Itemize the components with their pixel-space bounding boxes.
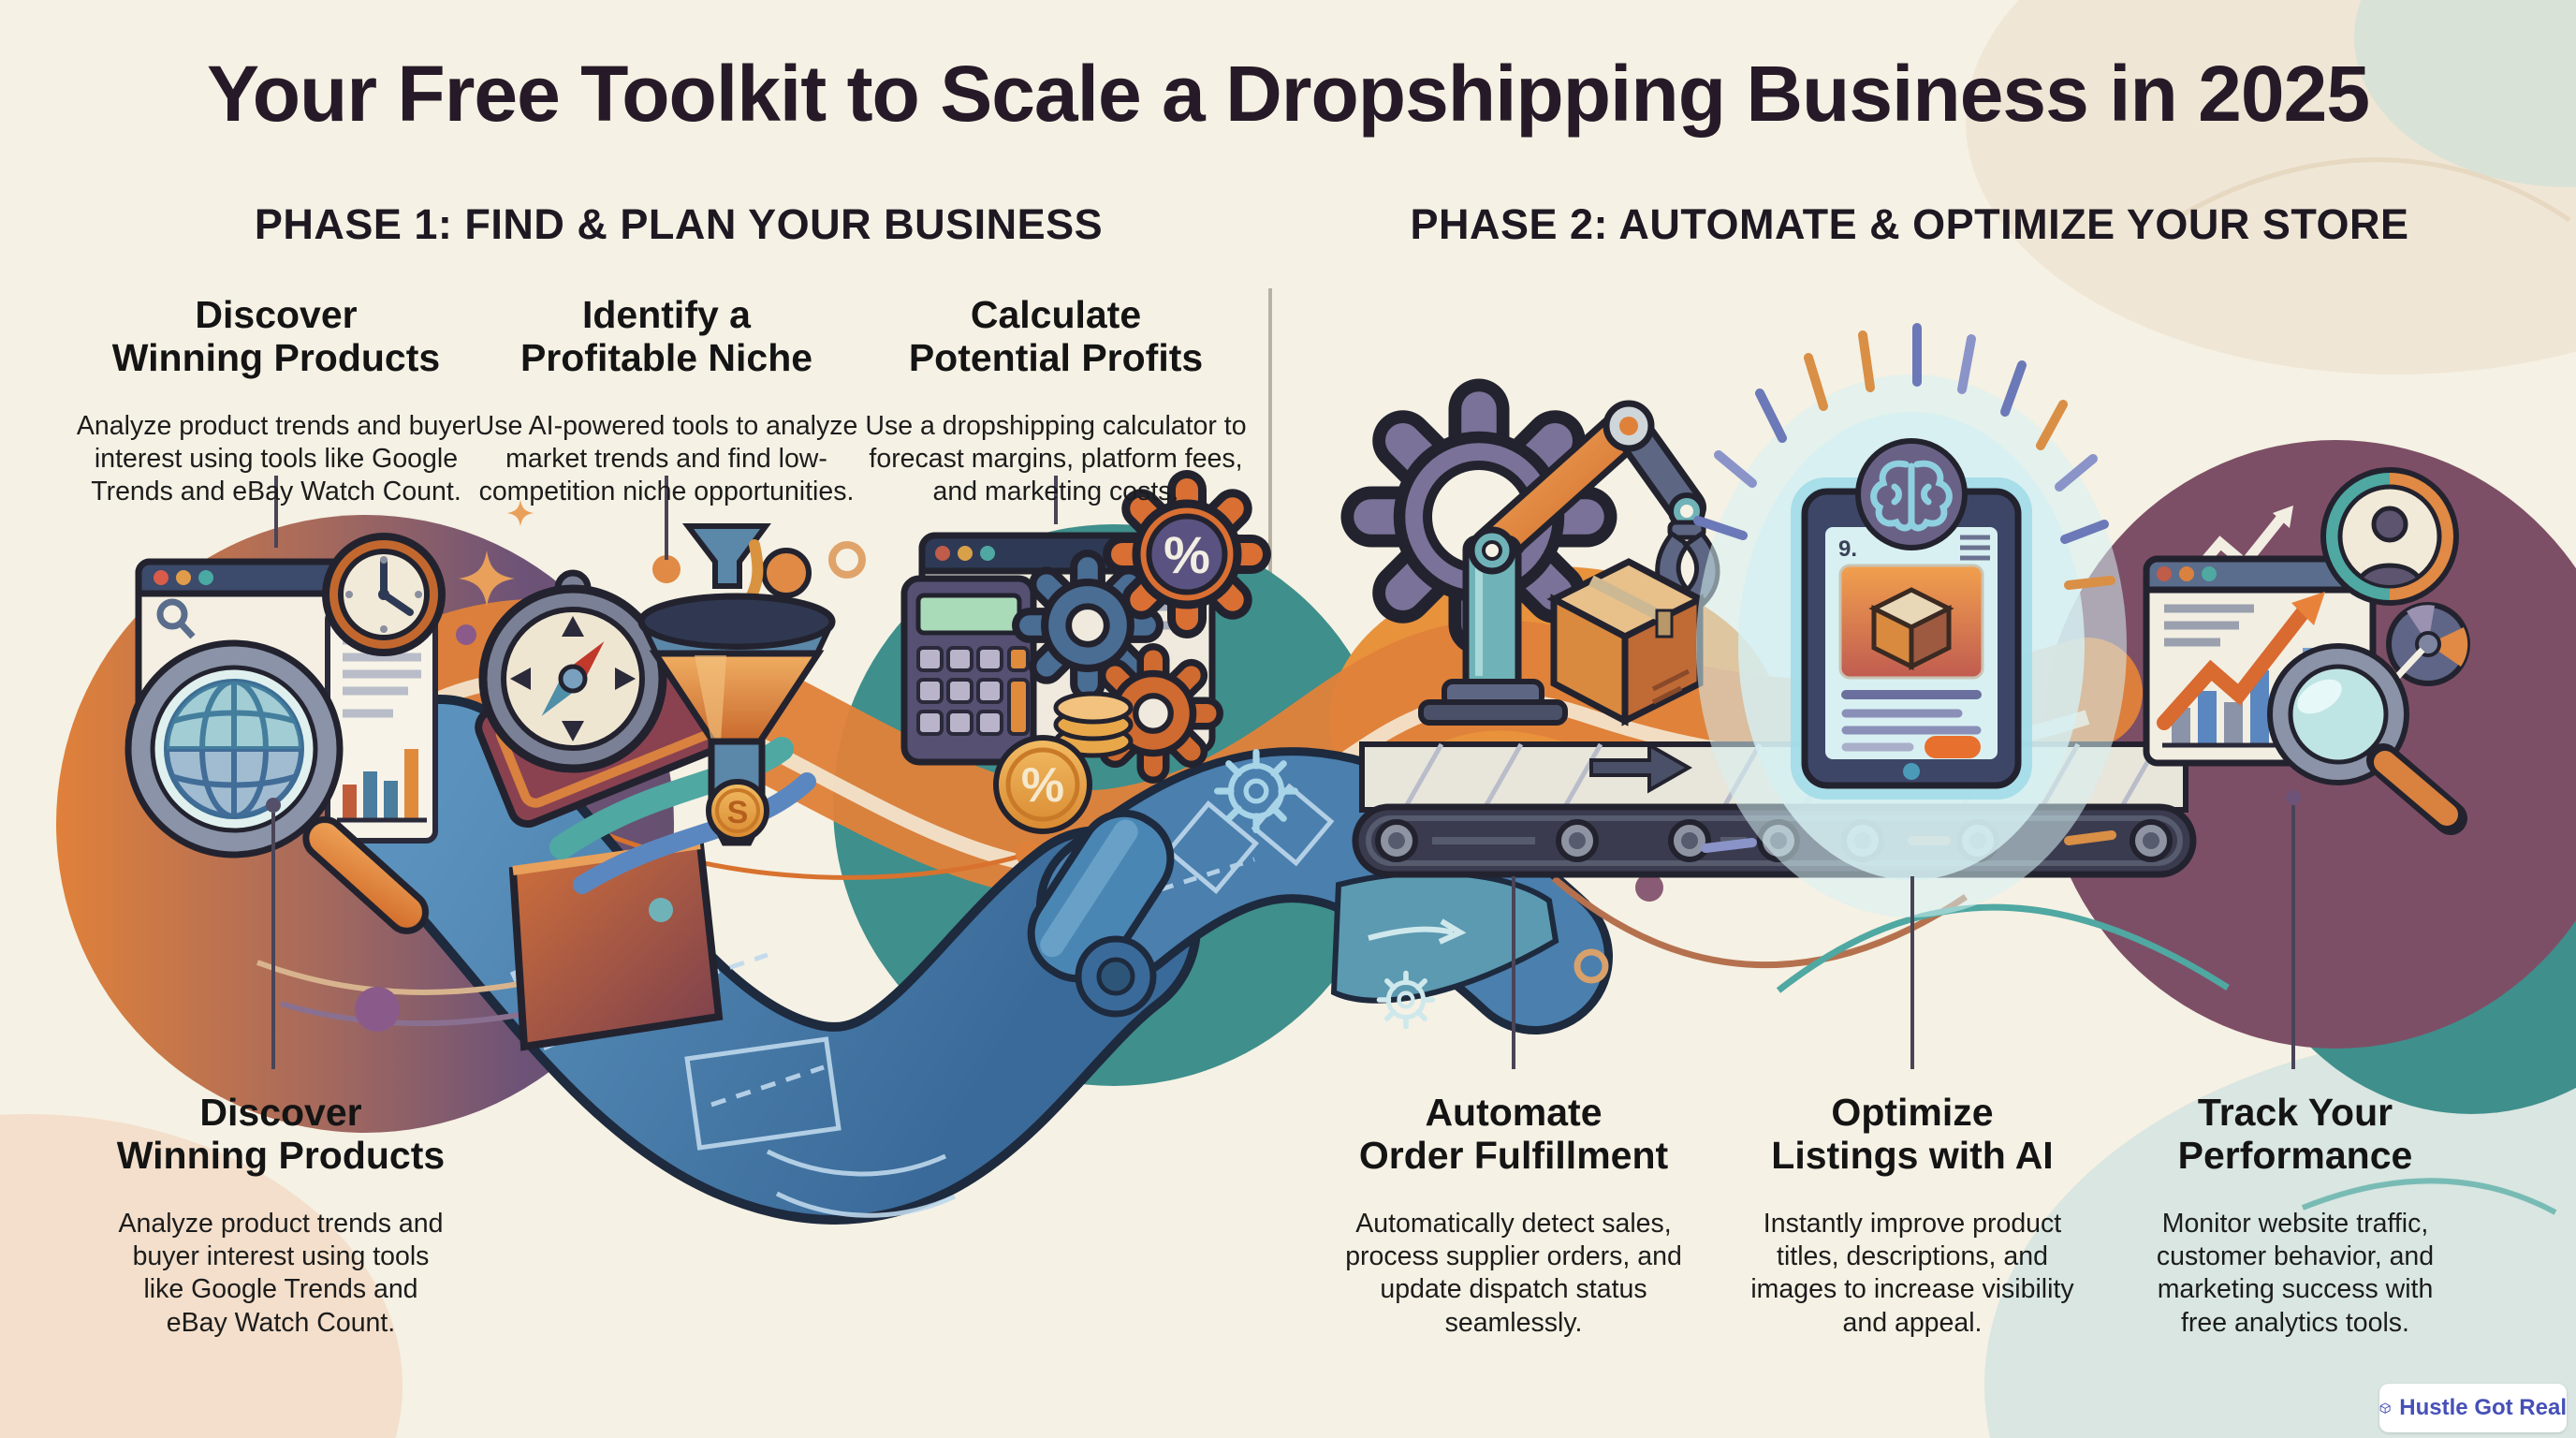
step-description: Automatically detect sales, process supp… [1345, 1208, 1682, 1338]
step-automate-fulfillment: Automate Order Fulfillment Automatically… [1312, 1075, 1715, 1357]
zone-identify: S [475, 523, 866, 1051]
svg-text:9.: 9. [1838, 536, 1857, 562]
document-panel [325, 608, 438, 844]
pie-chart-icon [2386, 602, 2470, 688]
step-identify-niche: Identify a Profitable Niche Use AI-power… [465, 277, 868, 526]
brand-watermark[interactable]: Hustle Got Real [2379, 1384, 2567, 1432]
zone-discover [124, 499, 534, 934]
step-title: Optimize Listings with AI [1771, 1091, 2054, 1177]
step-discover-top: Discover Winning Products Analyze produc… [75, 277, 477, 526]
step-discover-bottom: Discover Winning Products Analyze produc… [80, 1075, 482, 1357]
home-button [1903, 763, 1920, 780]
brand-name: Hustle Got Real [2399, 1395, 2567, 1420]
step-description: Instantly improve product titles, descri… [1750, 1208, 2074, 1338]
step-title: Discover Winning Products [116, 1091, 446, 1177]
percent-gear-icon: % [1122, 490, 1251, 619]
package-box-icon [1546, 558, 1707, 726]
magnifier-icon [2267, 643, 2467, 835]
zone-track [2143, 467, 2470, 835]
cta-button [1925, 736, 1981, 758]
step-title: Calculate Potential Profits [908, 293, 1204, 379]
globe-magnifier-icon [124, 639, 430, 934]
ai-brain-icon [1855, 438, 1968, 550]
product-listing-card [1838, 564, 1984, 758]
cube-icon [1868, 587, 1954, 671]
svg-text:%: % [1021, 758, 1064, 813]
step-description: Use AI-powered tools to analyze market t… [475, 410, 858, 507]
clock-icon [322, 533, 446, 656]
coin-icon: S [706, 779, 769, 843]
step-optimize-listings: Optimize Listings with AI Instantly impr… [1711, 1075, 2114, 1357]
step-description: Analyze product trends and buyer interes… [76, 410, 476, 507]
mini-bar-chart [337, 749, 427, 823]
search-icon [156, 598, 196, 639]
menu-icon [1960, 535, 1990, 561]
phase-2-heading: PHASE 2: AUTOMATE & OPTIMIZE YOUR STORE [1410, 200, 2409, 248]
page-title: Your Free Toolkit to Scale a Dropshippin… [206, 50, 2370, 138]
step-description: Monitor website traffic, customer behavi… [2156, 1208, 2435, 1338]
funnel-icon: S [637, 523, 866, 846]
compass-icon [478, 569, 667, 773]
zone-calculate: % % [900, 490, 1251, 834]
step-description: Use a dropshipping calculator to forecas… [865, 410, 1247, 507]
step-title: Automate Order Fulfillment [1358, 1091, 1669, 1177]
globe-icon [164, 679, 304, 819]
cube-icon [2379, 1402, 2391, 1414]
svg-text:S: S [727, 795, 749, 830]
calculator-icon [900, 575, 1037, 766]
avatar-icon [2320, 467, 2459, 606]
scroll-roll [1027, 809, 1175, 1018]
arrow-right-icon [1589, 741, 1693, 794]
step-calculate-profits: Calculate Potential Profits Use a dropsh… [855, 277, 1257, 526]
step-title: Identify a Profitable Niche [520, 293, 813, 379]
glow-rays [1693, 323, 2116, 853]
zone-optimize: 9. [1693, 323, 2127, 917]
gear-icon [1100, 660, 1208, 768]
gear-icon [1030, 567, 1146, 683]
trend-arrow-icon [2157, 592, 2325, 730]
step-description: Analyze product trends and buyer interes… [118, 1208, 444, 1338]
phase-1-heading: PHASE 1: FIND & PLAN YOUR BUSINESS [254, 200, 1104, 248]
step-title: Discover Winning Products [111, 293, 441, 379]
step-track-performance: Track Your Performance Monitor website t… [2094, 1075, 2496, 1357]
svg-text:%: % [1164, 525, 1210, 584]
coins-icon: % [993, 691, 1134, 834]
step-title: Track Your Performance [2177, 1091, 2413, 1177]
connector-lines [266, 476, 2301, 1069]
tablet: 9. [1791, 477, 2032, 800]
